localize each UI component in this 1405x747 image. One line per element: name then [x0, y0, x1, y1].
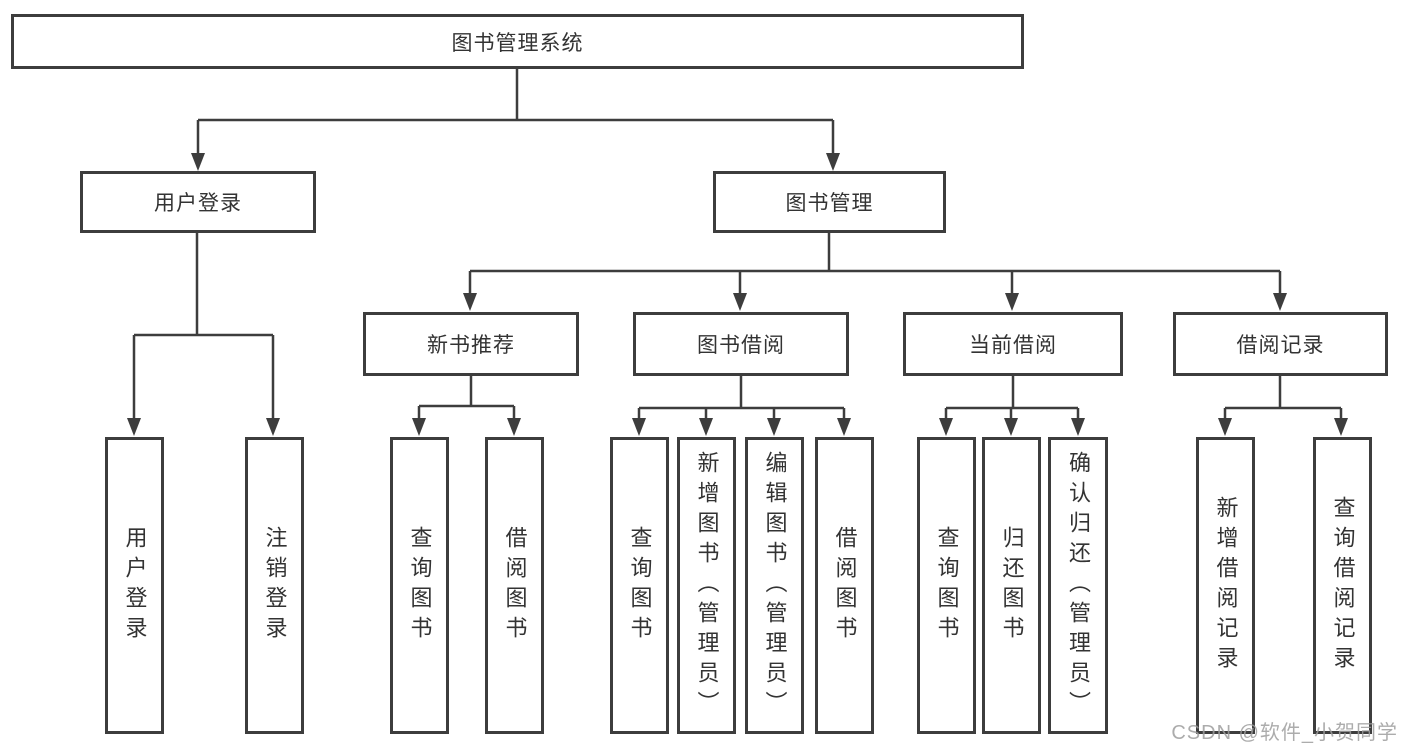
node-label: 借阅图书	[832, 525, 858, 646]
node-br-add-record: 新增借阅记录	[1196, 437, 1255, 734]
node-root-system: 图书管理系统	[11, 14, 1024, 69]
node-label: 图书管理系统	[451, 31, 584, 55]
node-bb-add-book-admin: 新增图书（管理员）	[677, 437, 736, 734]
node-label: 确认归还（管理员）	[1066, 450, 1091, 721]
node-label: 用户登录	[122, 525, 148, 646]
node-label: 注销登录	[262, 525, 288, 646]
node-label: 查询借阅记录	[1330, 495, 1356, 676]
node-label: 用户登录	[154, 192, 242, 215]
node-book-borrowing: 图书借阅	[633, 312, 849, 376]
node-book-management: 图书管理	[713, 171, 946, 233]
node-label: 新增借阅记录	[1213, 495, 1239, 676]
node-label: 图书管理	[785, 192, 874, 215]
node-label: 查询图书	[934, 525, 960, 646]
node-cb-query-book: 查询图书	[917, 437, 976, 734]
node-label: 编辑图书（管理员）	[762, 450, 788, 721]
node-bb-edit-book-admin: 编辑图书（管理员）	[745, 437, 804, 734]
node-label: 新书推荐	[427, 334, 515, 357]
node-current-borrowing: 当前借阅	[903, 312, 1123, 376]
node-new-book-recommendation: 新书推荐	[363, 312, 579, 376]
node-cb-return-book: 归还图书	[982, 437, 1041, 734]
node-rec-borrow-book: 借阅图书	[485, 437, 544, 734]
node-user-login-leaf: 用户登录	[105, 437, 164, 734]
node-user-login: 用户登录	[80, 171, 316, 233]
node-label: 新增图书（管理员）	[694, 450, 720, 721]
node-label: 归还图书	[999, 525, 1025, 646]
node-label: 借阅记录	[1236, 334, 1325, 357]
node-label: 当前借阅	[969, 334, 1057, 357]
node-logout: 注销登录	[245, 437, 304, 734]
node-cb-confirm-return-admin: 确认归还（管理员）	[1048, 437, 1108, 734]
node-label: 图书借阅	[697, 334, 785, 357]
node-br-query-record: 查询借阅记录	[1313, 437, 1372, 734]
node-label: 借阅图书	[502, 525, 528, 646]
node-bb-query-book: 查询图书	[610, 437, 669, 734]
node-rec-query-book: 查询图书	[390, 437, 449, 734]
csdn-watermark: CSDN @软件_小贺同学	[1171, 722, 1398, 744]
node-bb-borrow-book: 借阅图书	[815, 437, 874, 734]
node-label: 查询图书	[627, 525, 653, 646]
node-label: 查询图书	[407, 525, 433, 646]
node-borrowing-records: 借阅记录	[1173, 312, 1388, 376]
